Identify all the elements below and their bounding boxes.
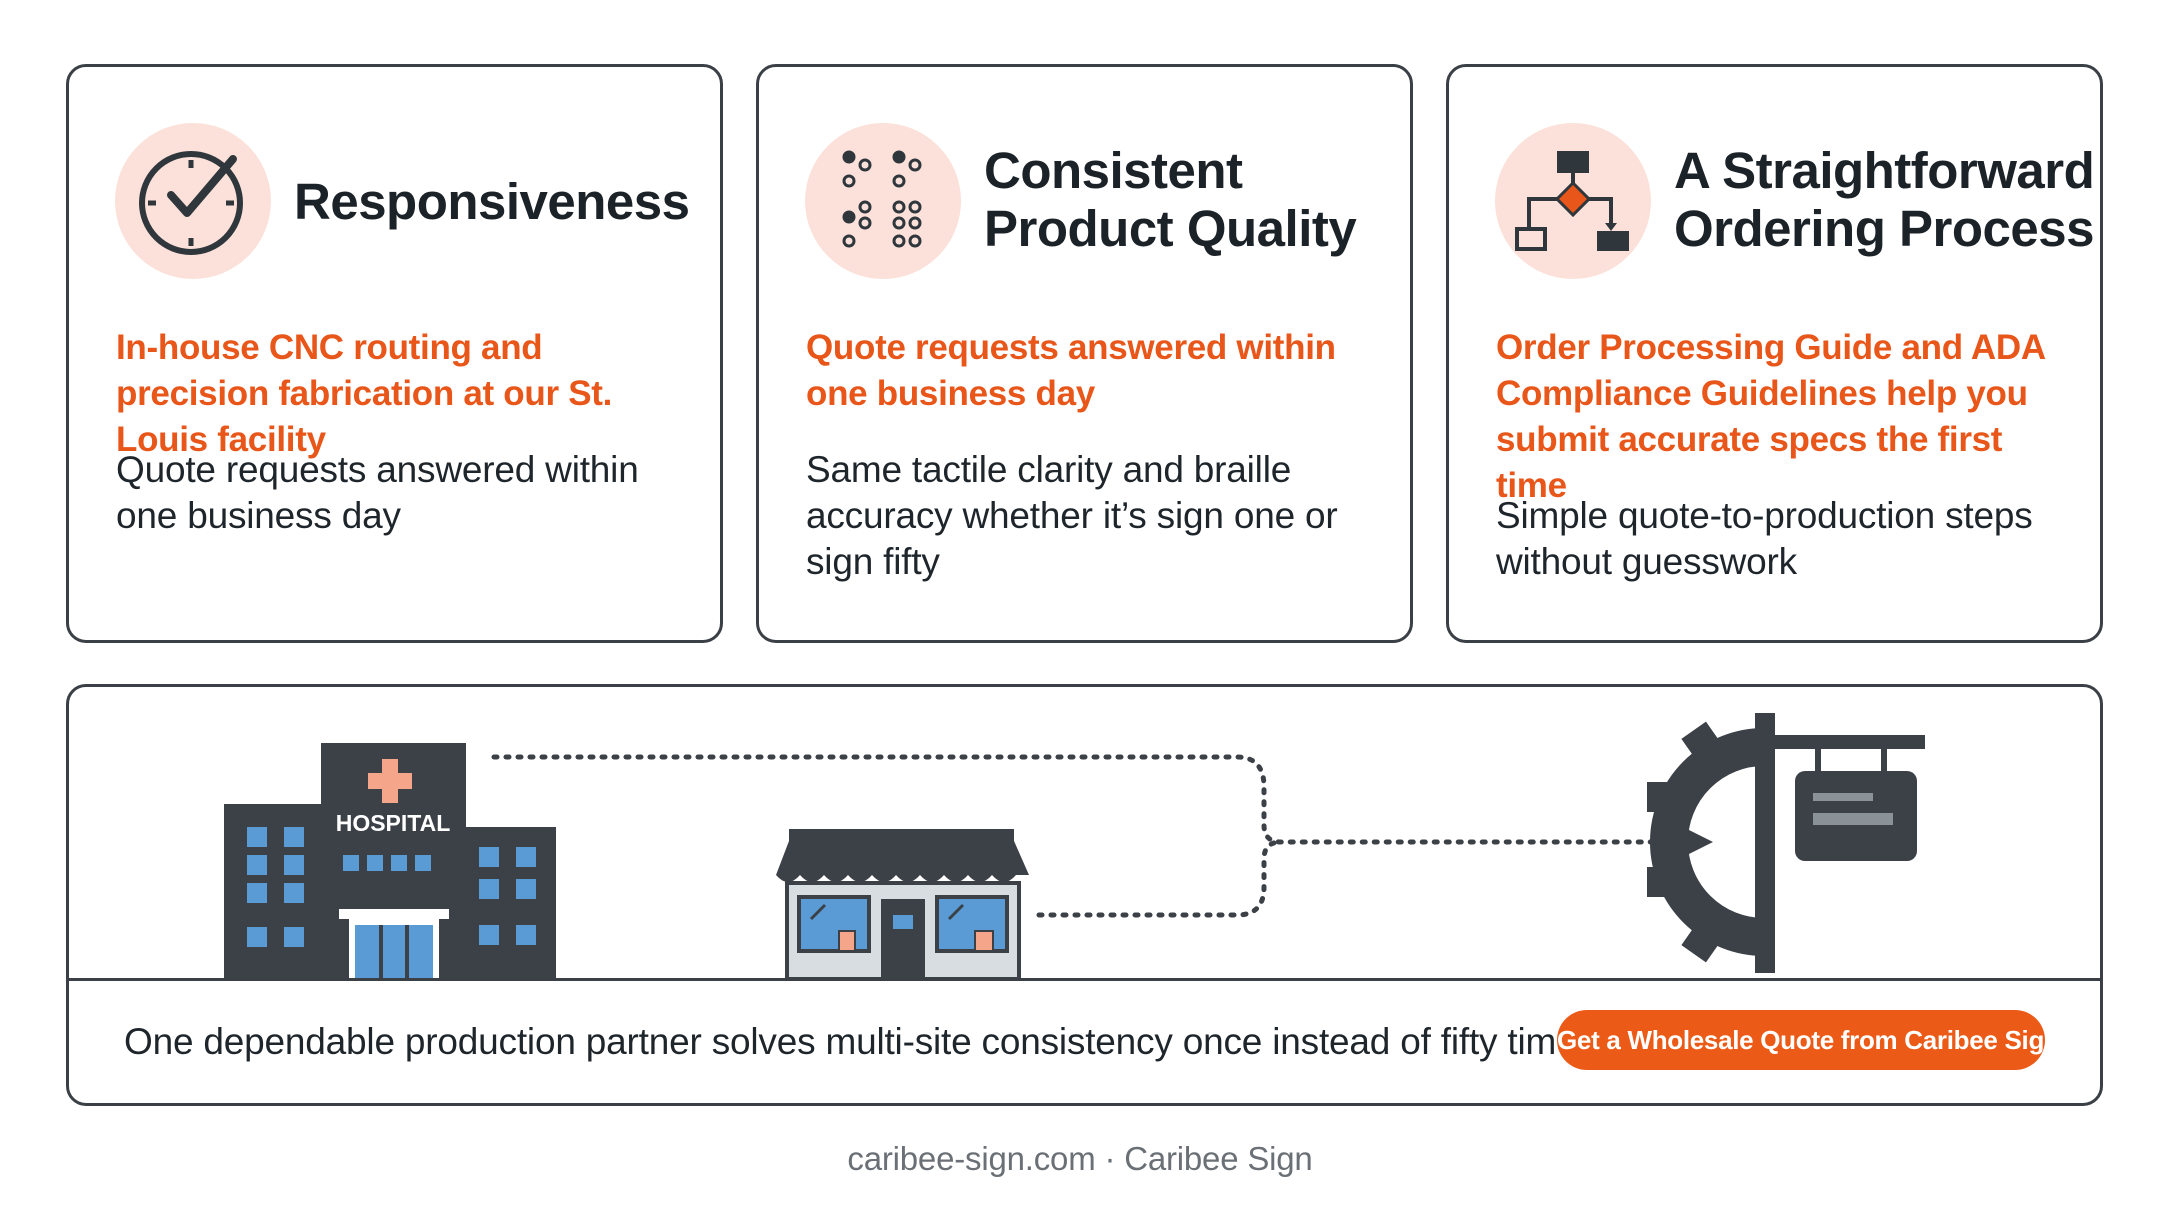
responsiveness-card: Responsiveness In-house CNC routing and … bbox=[66, 64, 723, 643]
card-title: Responsiveness bbox=[294, 173, 690, 230]
hospital-label: HOSPITAL bbox=[336, 810, 451, 836]
card-title-line2: Ordering Process bbox=[1674, 200, 2095, 257]
ordering-process-card: A Straightforward Ordering Process Order… bbox=[1446, 64, 2103, 643]
arrow-head-icon bbox=[1687, 829, 1713, 855]
card-highlight: Order Processing Guide and ADA Complianc… bbox=[1496, 328, 2045, 505]
tagline: One dependable production partner solves… bbox=[124, 1021, 1595, 1062]
footer-credit: caribee-sign.com · Caribee Sign bbox=[847, 1140, 1313, 1177]
card-highlight: Quote requests answered within one busin… bbox=[806, 328, 1336, 413]
dotted-connector bbox=[491, 754, 1687, 918]
wholesale-quote-button[interactable]: Get a Wholesale Quote from Caribee Sign bbox=[1557, 1010, 2060, 1070]
card-title: Consistent Product Quality bbox=[984, 142, 1357, 258]
card-title: A Straightforward Ordering Process bbox=[1674, 142, 2095, 258]
card-title-line1: Consistent bbox=[984, 142, 1243, 199]
clock-check-icon bbox=[115, 123, 271, 279]
gear-sign-icon bbox=[1647, 713, 1925, 973]
flowchart-icon bbox=[1495, 123, 1651, 279]
card-title-line1: A Straightforward bbox=[1674, 142, 2095, 199]
hospital-building-icon: HOSPITAL bbox=[224, 743, 556, 979]
card-highlight: In-house CNC routing and precision fabri… bbox=[116, 328, 613, 459]
storefront-icon bbox=[776, 829, 1029, 979]
braille-dots-icon bbox=[805, 123, 961, 279]
card-body: Quote requests answered within one busin… bbox=[116, 449, 639, 536]
locations-diagram: HOSPITAL bbox=[224, 713, 1925, 979]
panel-divider bbox=[69, 978, 2100, 981]
production-partner-panel: HOSPITAL bbox=[66, 684, 2103, 1106]
card-title-line2: Product Quality bbox=[984, 200, 1357, 257]
card-body: Same tactile clarity and braille accurac… bbox=[806, 449, 1338, 582]
product-quality-card: Consistent Product Quality Quote request… bbox=[756, 64, 1413, 643]
card-body: Simple quote-to-production steps without… bbox=[1496, 495, 2033, 582]
